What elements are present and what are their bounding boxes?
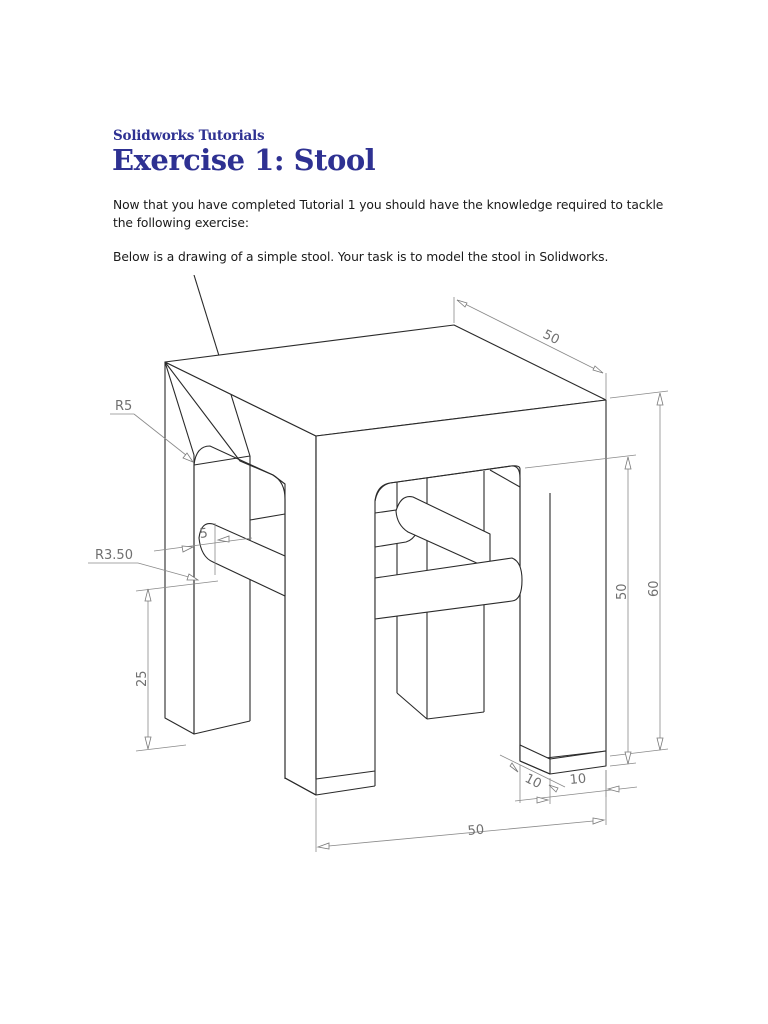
svg-text:25: 25 — [135, 670, 150, 687]
inner-opening-detail — [374, 465, 523, 761]
dimension-leg-width: 10 10 — [499, 754, 638, 804]
svg-text:50: 50 — [540, 327, 562, 348]
task-paragraph: Below is a drawing of a simple stool. Yo… — [113, 250, 609, 264]
dimension-seat-depth: 50 — [453, 297, 607, 399]
left-cross-bar — [198, 523, 286, 597]
svg-text:50: 50 — [615, 583, 630, 600]
svg-text:R5: R5 — [115, 399, 132, 414]
dimension-seat-width: 50 — [315, 770, 607, 852]
dimension-bar-offset: 5 — [153, 523, 253, 575]
intro-paragraph: Now that you have completed Tutorial 1 y… — [113, 198, 664, 230]
dimension-bar-height: 25 — [135, 580, 219, 752]
dimension-leg-height: 50 — [524, 454, 637, 767]
dimension-bar-radius: R3.50 — [88, 548, 200, 581]
svg-text:10: 10 — [569, 772, 587, 788]
svg-text:60: 60 — [647, 580, 662, 597]
series-title: Solidworks Tutorials — [113, 128, 265, 144]
svg-text:R3.50: R3.50 — [95, 548, 133, 563]
svg-text:5: 5 — [199, 526, 209, 542]
svg-text:50: 50 — [467, 823, 485, 839]
front-legs — [284, 493, 607, 796]
svg-text:10: 10 — [522, 771, 544, 792]
stool-drawing: 50 60 50 — [70, 275, 670, 865]
dimension-fillet-radius: R5 — [110, 399, 195, 463]
page-title: Exercise 1: Stool — [112, 143, 376, 177]
stool-isometric-svg: 50 60 50 — [88, 275, 669, 852]
dimension-overall-height: 60 — [609, 390, 669, 757]
